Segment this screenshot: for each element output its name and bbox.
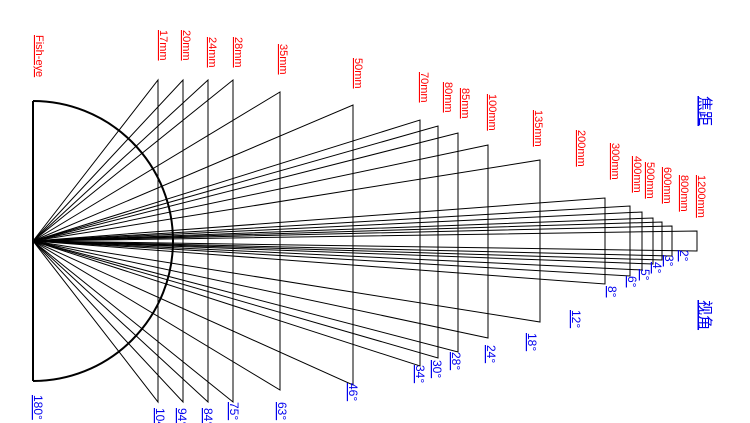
angle-label: 3° [662,255,676,267]
wedge-200mm [32,197,606,285]
wedge-80mm [32,125,439,359]
angle-label: 94° [175,408,189,423]
view-angle-wedges [32,78,698,404]
angle-label: 30° [430,360,444,378]
focal-label: 50mm [352,58,364,89]
focal-label: 200mm [575,130,587,167]
angle-label: 180° [31,395,45,420]
focal-label: 800mm [678,175,690,212]
focal-label: 80mm [442,82,454,113]
angle-label: 84° [201,408,215,423]
angle-label: 8° [605,286,619,298]
wedge-20mm [32,78,184,404]
wedge-85mm [32,132,459,353]
wedge-70mm [32,119,421,367]
angle-label: 6° [625,276,639,288]
angle-label: 104° [153,408,167,423]
angle-label: 4° [650,262,664,274]
focal-label: 28mm [232,37,244,68]
wedge-50mm [32,104,354,386]
wedge-28mm [32,78,234,404]
focal-label: 300mm [609,143,621,180]
wedge-300mm [32,205,631,277]
angle-label: 2° [677,250,691,262]
focal-label: 600mm [661,167,673,204]
wedge-24mm [32,78,209,404]
focal-label: Fish-eye [33,35,45,77]
angle-label: 63° [275,402,289,420]
focal-label: 70mm [418,72,430,103]
angle-label: 75° [227,402,241,420]
focal-label: 100mm [486,94,498,131]
wedge-1200mm [32,230,698,252]
focal-length-header: 焦距 [696,96,714,126]
lens-labels: Fish-eye 180° 17mm 104° 20mm 94° 24mm 84° 28mm 75… [31,30,707,423]
wedge-35mm [32,91,281,391]
wedge-135mm [32,159,541,323]
wedge-800mm [32,225,673,257]
focal-label: 400mm [631,156,643,193]
wedge-400mm [32,211,643,271]
focal-label: 24mm [206,37,218,68]
fisheye-semicircle [32,100,174,382]
angle-label: 34° [413,365,427,383]
angle-label: 5° [638,269,652,281]
angle-label: 12° [569,310,583,328]
wedge-17mm [32,78,159,404]
angle-label: 46° [346,383,360,401]
focal-label: 17mm [157,30,169,61]
angle-label: 24° [484,345,498,363]
focal-label: 35mm [277,44,289,75]
focal-label: 135mm [532,110,544,147]
wedge-600mm [32,221,663,261]
wedge-500mm [32,217,654,265]
focal-label: 20mm [180,30,192,61]
angle-label: 28° [449,352,463,370]
angle-label: 18° [525,333,539,351]
focal-label: 85mm [459,88,471,119]
wedge-100mm [32,144,489,339]
focal-label: 1200mm [695,175,707,218]
focal-label: 500mm [644,162,656,199]
view-angle-header: 视角 [696,300,714,330]
